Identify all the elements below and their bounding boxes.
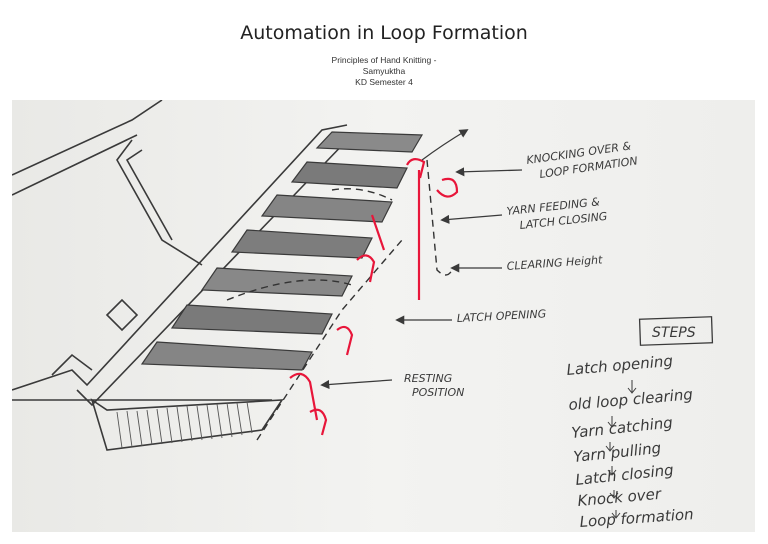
trick-plates bbox=[140, 131, 424, 371]
sketch-photo: KNOCKING OVER & LOOP FORMATION YARN FEED… bbox=[12, 100, 755, 532]
label-resting-1: RESTING bbox=[404, 372, 452, 385]
needle-bed-sketch bbox=[12, 100, 353, 451]
label-latch-opening: LATCH OPENING bbox=[456, 307, 546, 325]
red-needles bbox=[289, 158, 459, 436]
subtitle-semester: KD Semester 4 bbox=[355, 77, 413, 87]
steps-box: STEPS bbox=[638, 316, 714, 346]
dashed-paths bbox=[226, 159, 453, 441]
steps-title: STEPS bbox=[652, 325, 696, 341]
page-title: Automation in Loop Formation bbox=[240, 22, 528, 44]
label-arrows bbox=[320, 129, 523, 390]
subtitle-course: Principles of Hand Knitting - bbox=[331, 55, 437, 65]
bed-hatching bbox=[116, 401, 253, 449]
subtitle-author: Samyuktha bbox=[362, 66, 406, 76]
step-arrows bbox=[605, 380, 637, 519]
label-resting-2: POSITION bbox=[412, 386, 464, 399]
